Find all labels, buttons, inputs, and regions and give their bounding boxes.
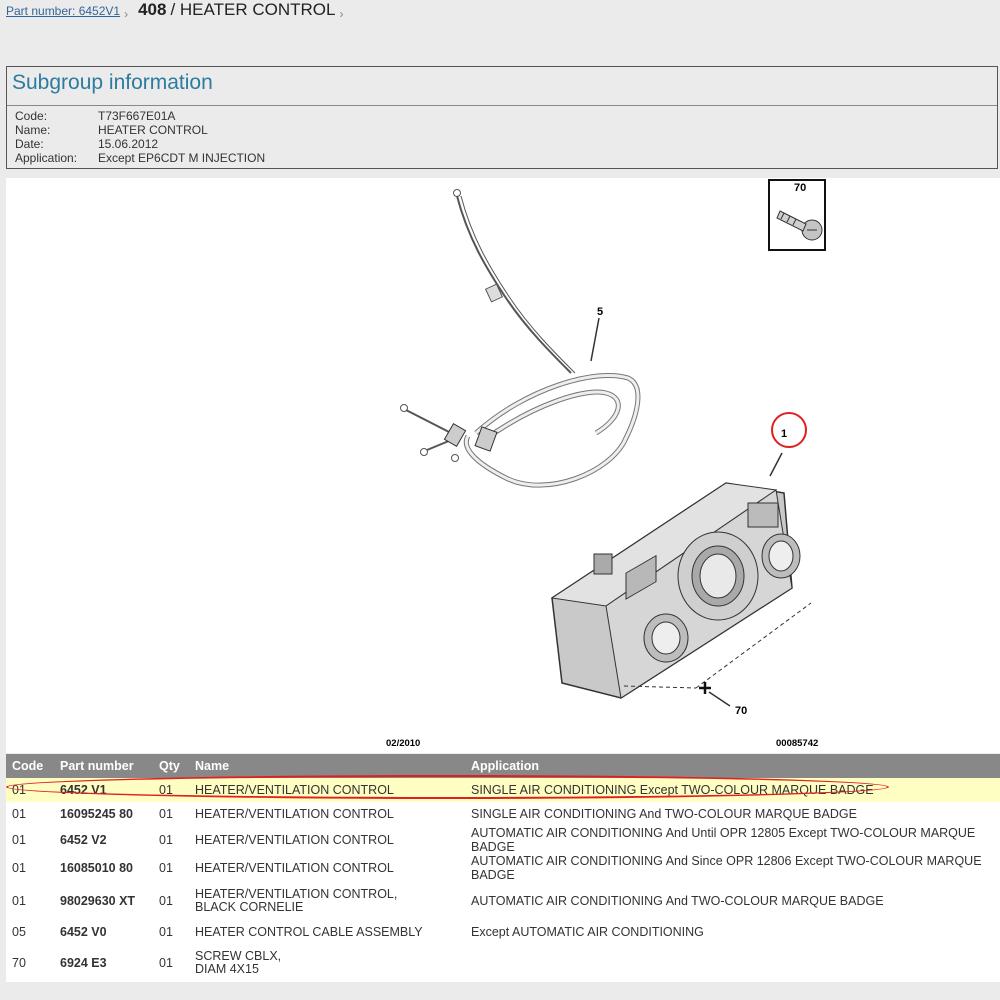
- table-row[interactable]: 01 6452 V2 01 HEATER/VENTILATION CONTROL…: [6, 826, 1000, 854]
- field-value: HEATER CONTROL: [98, 123, 208, 137]
- cell-part-number[interactable]: 6452 V1: [60, 783, 107, 797]
- field-application: Application: Except EP6CDT M INJECTION: [15, 151, 265, 165]
- callout-label: 70: [735, 705, 747, 717]
- breadcrumb: Part number: 6452V1 › 408 / HEATER CONTR…: [6, 0, 343, 24]
- col-qty[interactable]: Qty: [159, 759, 180, 773]
- cell-code: 01: [12, 783, 26, 797]
- cell-part-number[interactable]: 98029630 XT: [60, 894, 136, 908]
- cell-application: [465, 944, 1000, 982]
- divider: [7, 105, 997, 106]
- col-application[interactable]: Application: [471, 759, 540, 773]
- subgroup-heading: Subgroup information: [12, 71, 213, 94]
- field-label: Code:: [15, 109, 48, 123]
- cell-application: SINGLE AIR CONDITIONING And TWO-COLOUR M…: [471, 807, 857, 821]
- cell-name: HEATER/VENTILATION CONTROL: [195, 807, 394, 821]
- table-row[interactable]: 05 6452 V0 01 HEATER CONTROL CABLE ASSEM…: [6, 920, 1000, 944]
- cell-application: AUTOMATIC AIR CONDITIONING And Until OPR…: [471, 826, 976, 854]
- cell-code: 01: [12, 807, 26, 821]
- cell-part-number[interactable]: 6924 E3: [60, 956, 107, 970]
- subgroup-fields: Code: T73F667E01A Name: HEATER CONTROL D…: [15, 109, 265, 165]
- subgroup-info-panel: Subgroup information Code: T73F667E01A N…: [6, 66, 998, 169]
- chevron-right-icon: ›: [339, 7, 344, 21]
- cell-name: HEATER/VENTILATION CONTROL, BLACK CORNEL…: [195, 887, 398, 914]
- field-label: Name:: [15, 123, 51, 137]
- heater-control-panel[interactable]: [550, 452, 812, 699]
- chevron-right-icon: ›: [124, 7, 129, 21]
- cable-assembly[interactable]: [400, 189, 641, 488]
- cell-application: Except AUTOMATIC AIR CONDITIONING: [471, 925, 704, 939]
- col-code[interactable]: Code: [12, 759, 44, 773]
- cell-name: HEATER/VENTILATION CONTROL: [195, 783, 394, 797]
- table-row[interactable]: 01 16085010 80 01 HEATER/VENTILATION CON…: [6, 854, 1000, 882]
- breadcrumb-group-number: 408: [138, 0, 167, 19]
- cell-name: HEATER/VENTILATION CONTROL: [195, 861, 394, 875]
- table-row[interactable]: 01 16095245 80 01 HEATER/VENTILATION CON…: [6, 802, 1000, 826]
- field-value: T73F667E01A: [98, 109, 176, 123]
- diagram-date: 02/2010: [386, 738, 420, 749]
- breadcrumb-title: / HEATER CONTROL: [170, 0, 336, 19]
- field-label: Date:: [15, 137, 44, 151]
- breadcrumb-part-link[interactable]: Part number: 6452V1: [6, 4, 121, 18]
- cell-qty: 01: [159, 807, 173, 821]
- cell-application: AUTOMATIC AIR CONDITIONING And TWO-COLOU…: [471, 894, 884, 908]
- field-code: Code: T73F667E01A: [15, 109, 265, 123]
- field-date: Date: 15.06.2012: [15, 137, 265, 151]
- table-header-row: Code Part number Qty Name Application: [6, 754, 1000, 778]
- cell-application: SINGLE AIR CONDITIONING Except TWO-COLOU…: [471, 783, 874, 797]
- parts-diagram: 70: [6, 178, 1000, 753]
- cell-qty: 01: [159, 833, 173, 847]
- cell-qty: 01: [159, 894, 173, 908]
- col-part-number[interactable]: Part number: [60, 759, 134, 773]
- cell-code: 01: [12, 894, 26, 908]
- cell-qty: 01: [159, 956, 173, 970]
- field-value: 15.06.2012: [98, 137, 159, 151]
- cell-qty: 01: [159, 861, 173, 875]
- cell-part-number[interactable]: 16085010 80: [60, 861, 133, 875]
- table-row[interactable]: 01 98029630 XT 01 HEATER/VENTILATION CON…: [6, 882, 1000, 920]
- table-row[interactable]: 01 6452 V1 01 HEATER/VENTILATION CONTROL…: [6, 778, 1000, 802]
- screw-icon: [776, 210, 823, 241]
- cell-code: 70: [12, 956, 26, 970]
- cell-name: SCREW CBLX, DIAM 4X15: [195, 949, 282, 976]
- col-name[interactable]: Name: [195, 759, 230, 773]
- diagram-ref: 00085742: [776, 738, 818, 749]
- callout-label: 5: [597, 306, 603, 318]
- table-row[interactable]: 70 6924 E3 01 SCREW CBLX, DIAM 4X15: [6, 944, 1000, 982]
- field-value: Except EP6CDT M INJECTION: [98, 151, 266, 165]
- cell-qty: 01: [159, 783, 173, 797]
- field-name: Name: HEATER CONTROL: [15, 123, 265, 137]
- cell-part-number[interactable]: 6452 V2: [60, 833, 107, 847]
- exploded-view-drawing: 70: [386, 179, 826, 749]
- cell-application: AUTOMATIC AIR CONDITIONING And Since OPR…: [471, 854, 982, 882]
- callout-label: 70: [794, 182, 806, 194]
- cell-name: HEATER CONTROL CABLE ASSEMBLY: [195, 925, 423, 939]
- field-label: Application:: [15, 151, 78, 165]
- cell-code: 01: [12, 833, 26, 847]
- fixing-point-icon: [699, 682, 731, 707]
- callout-label: 1: [781, 428, 787, 440]
- cell-part-number[interactable]: 6452 V0: [60, 925, 107, 939]
- highlight-circle: [771, 412, 807, 448]
- cell-code: 01: [12, 861, 26, 875]
- cell-name: HEATER/VENTILATION CONTROL: [195, 833, 394, 847]
- cell-part-number[interactable]: 16095245 80: [60, 807, 133, 821]
- cell-code: 05: [12, 925, 26, 939]
- parts-table: Code Part number Qty Name Application 01…: [6, 754, 1000, 982]
- screw-callout-box[interactable]: 70: [768, 179, 826, 251]
- cell-qty: 01: [159, 925, 173, 939]
